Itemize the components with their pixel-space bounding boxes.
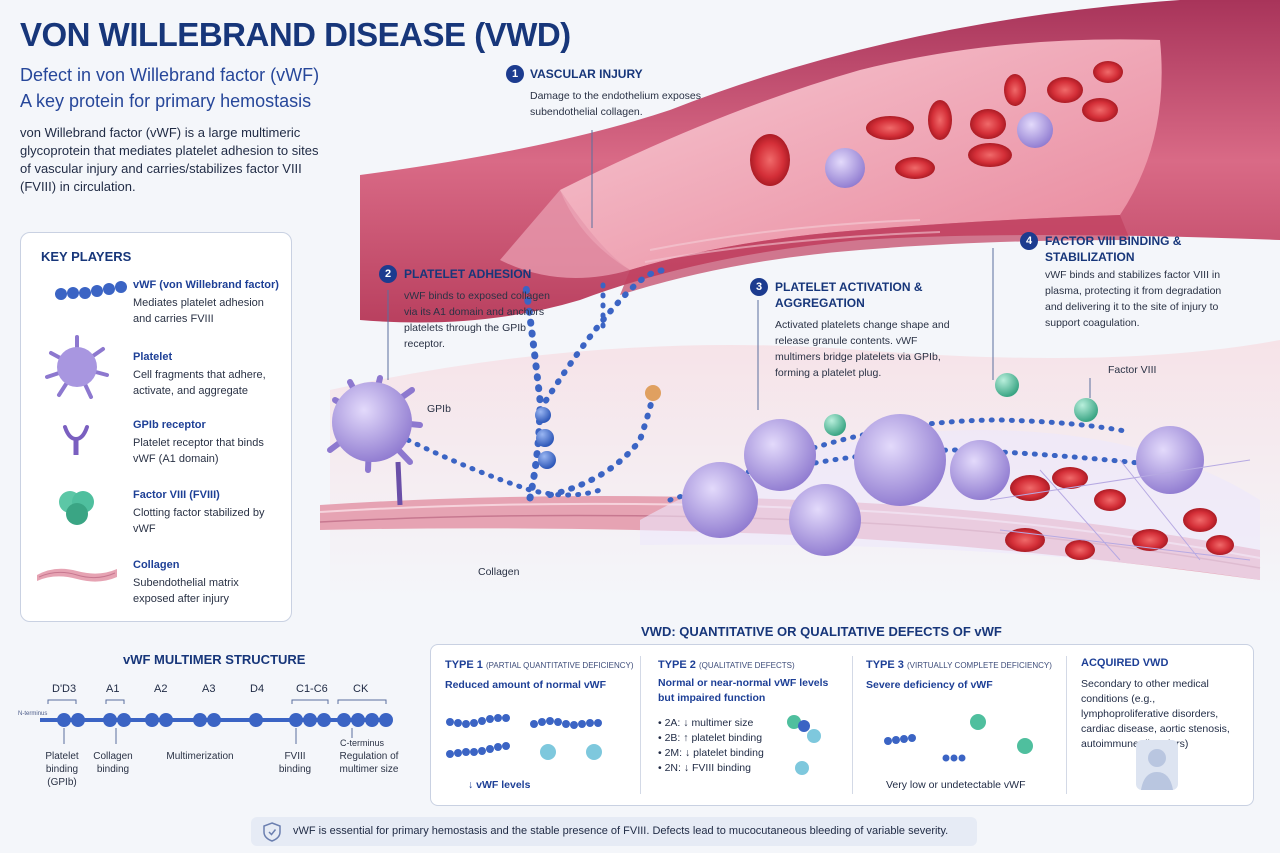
func-collagen-binding: Collagen binding (93, 751, 133, 775)
defects-title: VWD: QUANTITATIVE OR QUALITATIVE DEFECTS… (641, 624, 1002, 639)
func-platelet-binding: Platelet binding (GPIb) (45, 751, 79, 788)
type1-note: ↓ vWF levels (468, 779, 531, 791)
gpib-receptor-icon (63, 425, 89, 455)
type2m-item: • 2M: ↓ platelet binding (658, 747, 764, 759)
type1-multimers (446, 714, 602, 760)
domain-a1: A1 (106, 683, 120, 695)
footer-banner: vWF is essential for primary hemostasis … (251, 817, 977, 846)
step-4-desc: vWF binds and stabilizes factor VIII in … (1045, 269, 1222, 329)
acquired-title: ACQUIRED VWD (1081, 657, 1169, 669)
factor-viii-icon (59, 491, 94, 525)
key-platelet-name: Platelet (133, 351, 173, 363)
func-multimerization: Multimerization (166, 751, 234, 762)
footer-text: vWF is essential for primary hemostasis … (293, 825, 949, 837)
collagen-icon (37, 568, 117, 582)
type2-title: TYPE 2 (QUALITATIVE DEFECTS) (658, 659, 795, 671)
type2-subtitle-2: but impaired function (658, 692, 766, 704)
vessel-illustration (319, 0, 1280, 600)
type3-title: TYPE 3 (VIRTUALLY COMPLETE DEFICIENCY) (866, 659, 1052, 671)
step-1-badge: 1 (506, 65, 524, 83)
intro-text: von Willebrand factor (vWF) is a large m… (20, 125, 319, 194)
step-2-title: PLATELET ADHESION (404, 267, 532, 281)
key-platelet-desc: Cell fragments that adhere, activate, an… (133, 369, 266, 397)
type2-illustration (787, 715, 821, 775)
key-collagen-desc: Subendothelial matrix exposed after inju… (133, 577, 239, 605)
step-2-badge: 2 (379, 265, 397, 283)
person-icon (1136, 740, 1178, 790)
func-regulation: Regulation of multimer size (339, 751, 399, 775)
n-terminus-label: N-terminus (18, 711, 48, 717)
platelet-icon (45, 335, 109, 399)
platelet-aggregate (640, 373, 1260, 580)
page-title: VON WILLEBRAND DISEASE (VWD) (20, 16, 571, 53)
step-4-title: FACTOR VIII BINDING & STABILIZATION (1045, 234, 1182, 264)
step-3-desc: Activated platelets change shape and rel… (775, 319, 950, 379)
divider (640, 656, 641, 794)
multimer-title: vWF MULTIMER STRUCTURE (123, 652, 306, 667)
key-collagen-name: Collagen (133, 559, 180, 571)
type2-tag: (QUALITATIVE DEFECTS) (698, 661, 795, 670)
divider (852, 656, 853, 794)
vwf-chain-icon (55, 281, 127, 300)
type2-name: TYPE 2 (658, 659, 696, 671)
key-gpib-name: GPIb receptor (133, 419, 206, 431)
type3-subtitle: Severe deficiency of vWF (866, 679, 993, 691)
gpib-label: GPIb (427, 403, 451, 415)
domain-ck: CK (353, 683, 369, 695)
collagen-label: Collagen (478, 566, 520, 578)
step-2-desc: vWF binds to exposed collagen via its A1… (404, 290, 550, 350)
type3-note: Very low or undetectable vWF (886, 779, 1026, 791)
type1-subtitle: Reduced amount of normal vWF (445, 679, 607, 691)
type2a-item: • 2A: ↓ multimer size (658, 717, 754, 729)
type3-illustration (884, 714, 1033, 762)
multimer-diagram (40, 699, 393, 744)
step-3-title: PLATELET ACTIVATION & AGGREGATION (775, 280, 923, 310)
key-vwf-name: vWF (von Willebrand factor) (133, 279, 279, 291)
divider (1066, 656, 1067, 794)
type2b-item: • 2B: ↑ platelet binding (658, 732, 763, 744)
page-subtitle: Defect in von Willebrand factor (vWF) A … (20, 62, 319, 114)
key-players-title: KEY PLAYERS (41, 249, 132, 264)
subtitle-line-2: A key protein for primary hemostasis (20, 91, 312, 111)
step-4-badge: 4 (1020, 232, 1038, 250)
domain-c1-c6: C1-C6 (296, 683, 328, 695)
type2n-item: • 2N: ↓ FVIII binding (658, 762, 751, 774)
key-vwf-desc: Mediates platelet adhesion and carries F… (133, 297, 264, 325)
key-players-panel: KEY PLAYERS vWF (von Willebrand factor) … (20, 232, 292, 622)
func-fviii-binding: FVIII binding (278, 751, 312, 775)
shield-icon (263, 822, 281, 842)
type2-subtitle-1: Normal or near-normal vWF levels (658, 677, 829, 689)
type2-subtitle: Normal or near-normal vWF levels but imp… (658, 676, 828, 706)
key-f8-name: Factor VIII (FVIII) (133, 489, 220, 501)
adhered-platelet (327, 375, 423, 506)
type1-name: TYPE 1 (445, 659, 483, 671)
type2-subtypes: • 2A: ↓ multimer size • 2B: ↑ platelet b… (658, 716, 764, 776)
type3-tag: (VIRTUALLY COMPLETE DEFICIENCY) (906, 661, 1052, 670)
step-1-desc: Damage to the endothelium exposes subend… (530, 90, 702, 118)
key-gpib-desc: Platelet receptor that binds vWF (A1 dom… (133, 437, 264, 465)
c-terminus-label: C-terminus (340, 738, 385, 748)
type3-name: TYPE 3 (866, 659, 904, 671)
step-3-badge: 3 (750, 278, 768, 296)
domain-a2: A2 (154, 683, 168, 695)
domain-d4: D4 (250, 683, 265, 695)
factor-viii-label: Factor VIII (1108, 364, 1157, 376)
step-1-title: VASCULAR INJURY (530, 67, 643, 81)
domain-a3: A3 (202, 683, 216, 695)
subtitle-line-1: Defect in von Willebrand factor (vWF) (20, 65, 320, 85)
type1-title: TYPE 1 (PARTIAL QUANTITATIVE DEFICIENCY) (445, 659, 634, 671)
domain-d-d3: D'D3 (52, 683, 77, 695)
type1-tag: (PARTIAL QUANTITATIVE DEFICIENCY) (485, 661, 634, 670)
key-f8-desc: Clotting factor stabilized by vWF (133, 507, 265, 535)
